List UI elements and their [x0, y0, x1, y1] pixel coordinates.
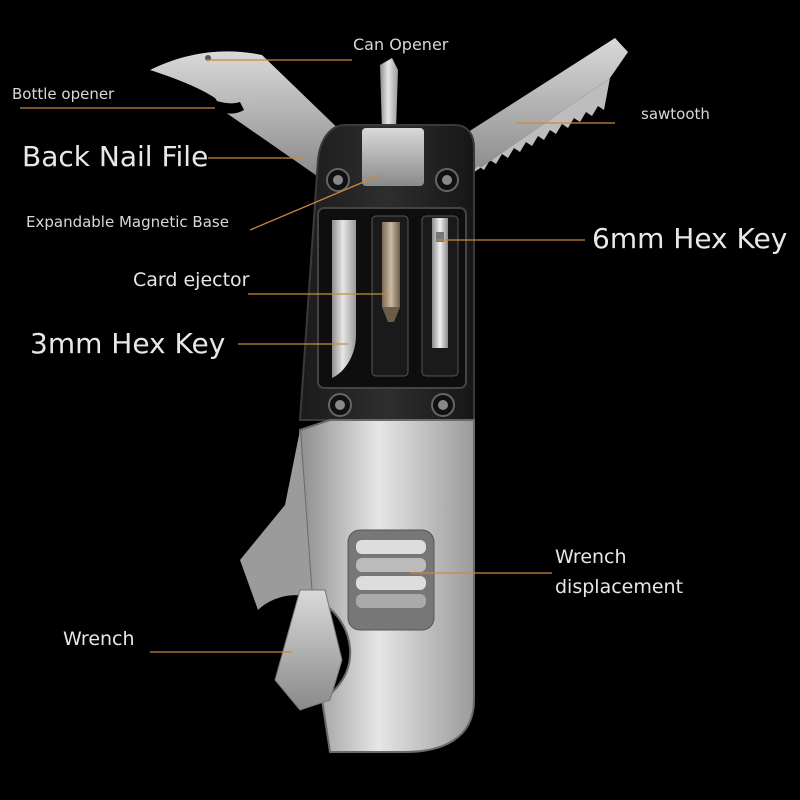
label-can-opener: Can Opener: [353, 35, 449, 54]
label-card-ejector: Card ejector: [133, 269, 250, 291]
worm-gear: [356, 540, 426, 608]
can-opener-tip: [380, 58, 398, 130]
label-6mm-hex-key: 6mm Hex Key: [592, 222, 788, 255]
label-wrench-displacement-line2: displacement: [555, 576, 684, 598]
leader-lines: [20, 59, 615, 653]
sawtooth-blade: [440, 38, 628, 175]
wrench-movable-jaw: [274, 589, 343, 711]
label-bottle-opener: Bottle opener: [12, 85, 115, 103]
label-back-nail-file: Back Nail File: [22, 140, 209, 173]
bit-compartment: [317, 207, 467, 389]
label-expandable-magnetic-base: Expandable Magnetic Base: [26, 213, 229, 231]
wrench-body: [240, 419, 475, 753]
label-wrench: Wrench: [63, 628, 135, 650]
label-wrench-displacement-line1: Wrench: [555, 546, 627, 568]
label-sawtooth: sawtooth: [641, 105, 710, 123]
label-3mm-hex-key: 3mm Hex Key: [30, 327, 226, 360]
